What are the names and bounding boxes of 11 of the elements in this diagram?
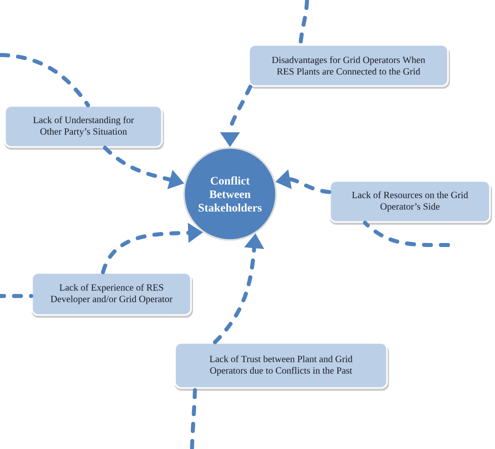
dashed-line bbox=[298, 0, 309, 46]
text-box: Lack of Resources on the Grid Operator’s Side bbox=[329, 180, 492, 225]
circle-node: Conflict Between Stakeholders bbox=[183, 147, 277, 241]
text-box: Lack of Trust between Plant and Grid Operators due to Conflicts in the Past bbox=[174, 342, 389, 391]
dashed-line bbox=[0, 294, 34, 298]
dashed-line bbox=[363, 220, 450, 247]
text-box: Lack of Experience of RES Developer and/or Grid Operator bbox=[31, 272, 193, 318]
dashed-line bbox=[0, 53, 90, 108]
text-box: Disadvantages for Grid Operators When RES Plants are Connected to the Grid bbox=[248, 44, 450, 89]
dashed-line bbox=[190, 386, 197, 449]
text-box: Lack of Understanding for Other Party’s Situation bbox=[4, 105, 164, 150]
